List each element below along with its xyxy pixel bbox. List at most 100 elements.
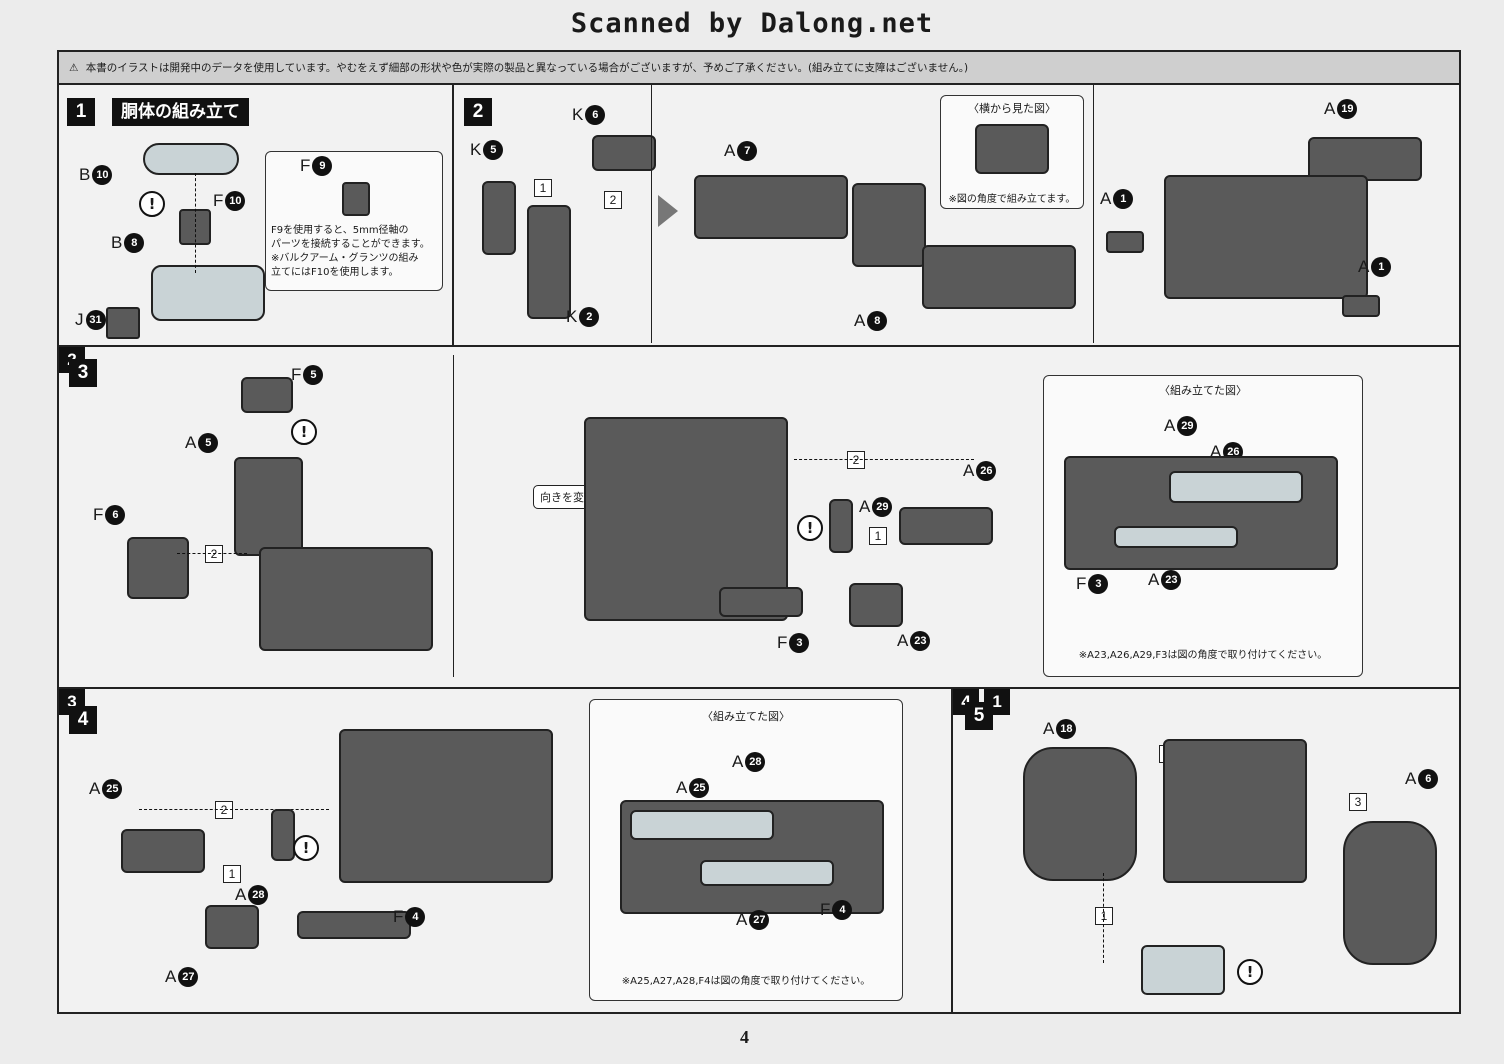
next-arrow-icon [658,195,678,227]
part-a28 [271,809,295,861]
tip-note-text: F9を使用すると、5mm径軸の パーツを接続することができます。 ※バルクアーム… [271,225,430,278]
warning-triangle-icon: ⚠ [69,62,79,74]
divider [453,355,454,677]
part-a6 [1343,821,1437,965]
assembled-view-note: ※A23,A26,A29,F3は図の角度で取り付けてください。 [1078,650,1328,661]
caution-icon: ! [291,419,317,445]
part-f9-cylinder [342,182,370,216]
assembly-guide-line [139,809,329,810]
subassembly-4 [1163,739,1307,883]
part-k5 [482,181,516,255]
part-b10-ring [143,143,239,175]
sequence-marker: 1 [534,179,552,197]
sequence-marker: 2 [604,191,622,209]
part-a27 [205,905,259,949]
sequence-marker: 2 [215,801,233,819]
step-5-panel: 5 A18 2 4 A6 3 1 1 ! [953,689,1459,1012]
caution-notice: ⚠ 本書のイラストは開発中のデータを使用しています。やむをえず細部の形状や色が実… [59,52,1459,85]
scan-watermark: Scanned by Dalong.net [570,8,934,39]
assembly-guide-line [794,459,974,460]
divider [651,85,652,343]
part-f6 [127,537,189,599]
sequence-marker: 3 [1349,793,1367,811]
part-a29 [829,499,853,553]
part-f3 [719,587,803,617]
step-4-number: 4 [69,706,97,734]
assembly-guide-line [177,553,247,554]
part-k6 [592,135,656,171]
caution-icon: ! [1237,959,1263,985]
part-a5 [234,457,303,556]
assembled-view-caption: 〈組み立てた図〉 [1159,384,1247,397]
sequence-marker: 2 [205,545,223,563]
part-a1-right [1342,295,1380,317]
sequence-marker: 1 [869,527,887,545]
part-a18 [1023,747,1137,881]
part-a23 [849,583,903,627]
divider [1093,85,1094,343]
assembled-f3 [1114,526,1238,548]
sequence-marker: 2 [847,451,865,469]
part-f5 [241,377,293,413]
page-number: 4 [740,1027,749,1047]
sequence-marker: 1 [223,865,241,883]
part-a19 [1308,137,1422,181]
step-5-number: 5 [965,702,993,730]
part-b8-base [151,265,265,321]
assembled-view-note: ※A25,A27,A28,F4は図の角度で取り付けてください。 [621,976,871,987]
step-1-title: 胴体の組み立て [112,98,249,126]
assembled-f4 [700,860,834,886]
assembly-guide-line [1103,873,1104,963]
side-view-caption: 〈横から見た図〉 [968,102,1056,115]
part-a7 [694,175,848,239]
subassembly-2 [259,547,433,651]
assembled-a26 [1169,471,1303,503]
step-3-number: 3 [69,359,97,387]
step-2-number: 2 [464,98,492,126]
part-a7-a8-assembly [1164,175,1368,299]
sequence-marker: 1 [1095,907,1113,925]
subassembly-1 [1141,945,1225,995]
assembled-view-caption: 〈組み立てた図〉 [702,710,790,723]
caution-icon: ! [139,191,165,217]
part-a1-left [1106,231,1144,253]
step-1-number: 1 [67,98,95,126]
part-a25 [121,829,205,873]
instruction-sheet: ⚠ 本書のイラストは開発中のデータを使用しています。やむをえず細部の形状や色が実… [57,50,1461,1014]
assembly-guide-line [195,173,196,273]
caution-notice-text: 本書のイラストは開発中のデータを使用しています。やむをえず細部の形状や色が実際の… [85,62,969,74]
part-k2 [527,205,571,319]
side-view-box: 〈横から見た図〉 ※図の角度で組み立てます。 [940,95,1084,209]
caution-icon: ! [293,835,319,861]
caution-icon: ! [797,515,823,541]
part-j31 [106,307,140,339]
